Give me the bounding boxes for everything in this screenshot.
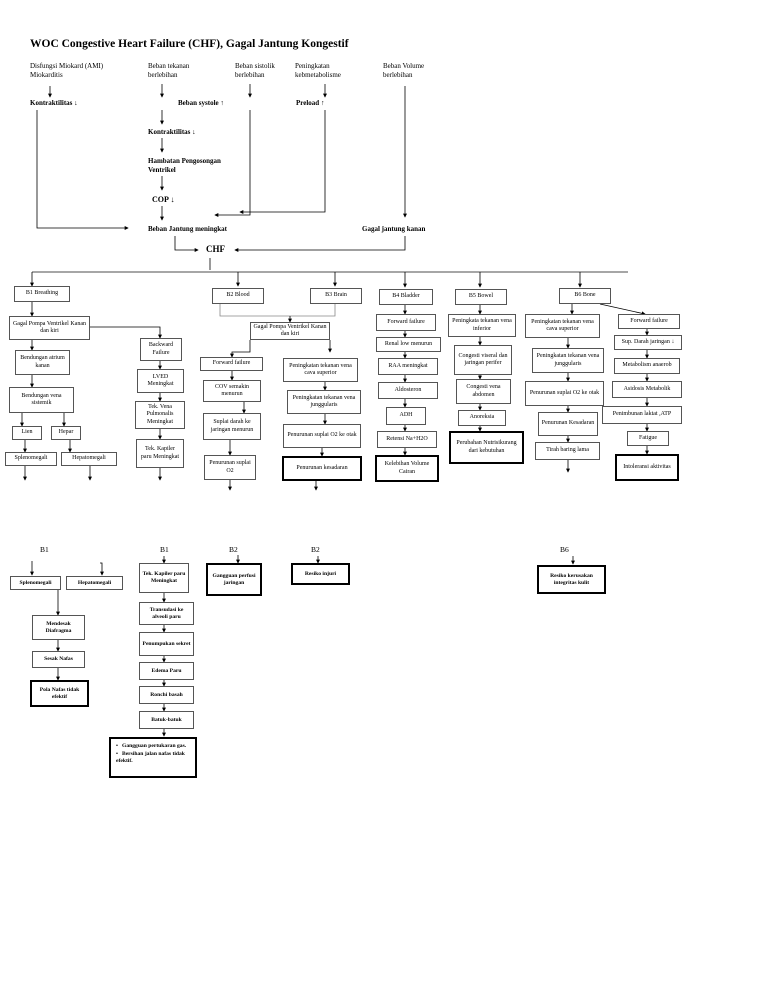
- b1-backward-failure: Backward Failure: [140, 338, 182, 361]
- b6-fatigue: Fatigue: [627, 431, 669, 446]
- b6-tekanan-junggularis: Peningkatan tekanan vena junggularis: [532, 348, 604, 373]
- b6-forward-failure: Forward failure: [618, 314, 680, 329]
- lower-label-b6: B6: [560, 545, 569, 554]
- b2b3-gagal-pompa: Gagal Pompa Ventrikel Kanan dan kiri: [250, 322, 330, 340]
- b2-forward-failure: Forward failure: [200, 357, 263, 371]
- b6-header: B6 Bone: [559, 288, 611, 304]
- b4-adh: ADH: [386, 407, 426, 425]
- lower-tek-kapiler: Tek. Kapiler paru Meningkat: [139, 563, 189, 593]
- b5-congesti-abdomen: Congesti vena abdomen: [456, 379, 511, 404]
- b4-renal-low: Renal low menurun: [376, 337, 441, 352]
- diagnosis-airway: Bersihan jalan nafas tidak efektif.: [116, 751, 194, 766]
- chf-node: CHF: [206, 244, 225, 254]
- lower-transudasi: Transudasi ke alveoli paru: [139, 602, 194, 625]
- b1-gagal-pompa: Gagal Pompa Ventrikel Kanan dan kiri: [9, 316, 90, 340]
- b1-tek-kapiler: Tek. Kapiler paru Meningkat: [136, 439, 184, 468]
- b5-perubahan-nutrisi: Perubahan Nutrisikurang dari kebutuhan: [449, 431, 524, 464]
- b6-penimbunan-laktat: Penimbunan laktat ,ATP: [602, 406, 682, 424]
- cause-disfungsi: Disfungsi Miokard (AMI) Miokarditis: [30, 62, 104, 79]
- b4-header: B4 Bladder: [379, 289, 433, 305]
- b1-bendungan-vena: Bendungan vena sistemik: [9, 387, 74, 413]
- lower-resiko-injuri: Resiko injuri: [291, 563, 350, 585]
- diagnosis-gas-exchange: Gangguan pertukaran gas.: [116, 743, 194, 751]
- b4-aldosteron: Aldosteron: [378, 382, 438, 399]
- b6-tekanan-vena-cava: Peningkatan tekanan vena cava superior: [525, 314, 600, 338]
- b1-hepar: Hepar: [51, 426, 81, 440]
- lower-pola-nafas: Pola Nafas tidak efektif: [30, 680, 89, 707]
- beban-systole: Beban systole ↑: [178, 99, 224, 107]
- lower-penumpukan-sekret: Penumpukan sekret: [139, 632, 194, 656]
- kontraktilitas-mid: Kontraktilitas ↓: [148, 128, 196, 136]
- b4-raa-meningkat: RAA meningkat: [378, 358, 438, 375]
- cause-beban-tekanan: Beban tekanan berlebihan: [148, 62, 190, 79]
- b3-penurunan-kesadaran: Penurunan kesadaran: [282, 456, 362, 481]
- b1-header: B1 Breathing: [14, 286, 70, 302]
- lower-diagnosis-list: Gangguan pertukaran gas. Bersihan jalan …: [116, 743, 194, 766]
- beban-jantung-meningkat: Beban Jantung meningkat: [148, 225, 227, 233]
- b1-tek-vena: Tek. Vena Pulmonalis Meningkat: [135, 401, 185, 429]
- lower-sesak-nafas: Sesak Nafas: [32, 651, 85, 668]
- b4-kelebihan-cairan: Kelebihan Volume Cairan: [375, 455, 439, 482]
- b6-asidosis: Asidosis Metabolik: [612, 381, 682, 398]
- lower-gangguan-perfusi: Gangguan perfusi jaringan: [206, 563, 262, 596]
- b2-suplai-darah: Suplai darah ke jaringan menurun: [203, 413, 261, 440]
- lower-hepatomegali: Hepatomegali: [66, 576, 123, 590]
- gagal-jantung-kanan: Gagal jantung kanan: [362, 225, 426, 233]
- lower-splenomegali: Splenomegali: [10, 576, 61, 590]
- b2-header: B2 Blood: [212, 288, 264, 304]
- b6-suplai-o2-otak: Penurunan suplai O2 ke otak: [525, 381, 604, 406]
- b5-header: B5 Bowel: [455, 289, 507, 305]
- b6-penurunan-kesadaran: Penurunan Kesadaran: [538, 412, 598, 436]
- b6-intoleransi-aktivitas: Intoleransi aktivitas: [615, 454, 679, 481]
- cause-beban-volume: Beban Volume berlebihan: [383, 62, 425, 79]
- b1-bendungan-atrium: Bendungan atrium kanan: [15, 350, 70, 375]
- b3-tekanan-junggularis: Peningkatan tekanan vena junggularis: [287, 390, 361, 414]
- b3-header: B3 Brain: [310, 288, 362, 304]
- cause-beban-sistolik: Beban sistolik berlebihan: [235, 62, 275, 79]
- b2-penurunan-suplai: Penurunan suplai O2: [204, 455, 256, 480]
- lower-label-b1b: B1: [160, 545, 169, 554]
- b2-cov-menurun: COV semakin menurun: [203, 380, 261, 402]
- preload: Preload ↑: [296, 99, 325, 107]
- lower-batuk: Batuk-batuk: [139, 711, 194, 729]
- hambatan-pengosongan: Hambatan Pengosongan Ventrikel: [148, 157, 221, 174]
- b5-congesti-viseral: Congesti viseral dan jaringan perifer: [454, 345, 512, 375]
- lower-ronchi: Ronchi basah: [139, 686, 194, 704]
- b6-tirah-baring: Tirah baring lama: [535, 442, 600, 460]
- b5-tekanan-vena-inferior: Peningkata tekanan vena inferior: [448, 314, 516, 337]
- b4-forward-failure: Forward failure: [376, 314, 436, 331]
- lower-edema-paru: Edema Paru: [139, 662, 194, 680]
- b3-tekanan-vena-cava: Peningkatan tekanan vena cava superior: [283, 358, 358, 382]
- lower-mendesak-diafragma: Mendesak Diafragma: [32, 615, 85, 640]
- b3-suplai-o2-otak: Penurunan suplai O2 ke otak: [283, 424, 361, 448]
- page-title: WOC Congestive Heart Failure (CHF), Gaga…: [30, 38, 349, 50]
- b1-splenomegali: Splenomegali: [5, 452, 57, 466]
- b6-metabolism-anaerob: Metabolism anaerob: [614, 358, 680, 374]
- b1-hepatomegali: Hepatomegali: [61, 452, 117, 466]
- lower-label-b2a: B2: [229, 545, 238, 554]
- b6-sup-darah: Sup. Darah jaringan ↓: [614, 335, 682, 350]
- cop: COP ↓: [152, 195, 175, 204]
- cause-metabolisme: Peningkatan kebmetabolisme: [295, 62, 341, 79]
- b1-lien: Lien: [12, 426, 42, 440]
- b1-lved: LVED Meningkat: [137, 369, 184, 393]
- kontraktilitas-left: Kontraktilitas ↓: [30, 99, 78, 107]
- lower-label-b1a: B1: [40, 545, 49, 554]
- lower-label-b2b: B2: [311, 545, 320, 554]
- b4-retensi: Retensi Na+H2O: [377, 431, 437, 448]
- b5-anoreksia: Anoreksia: [458, 410, 506, 426]
- lower-resiko-kulit: Resiko kerusakan integritas kulit: [537, 565, 606, 594]
